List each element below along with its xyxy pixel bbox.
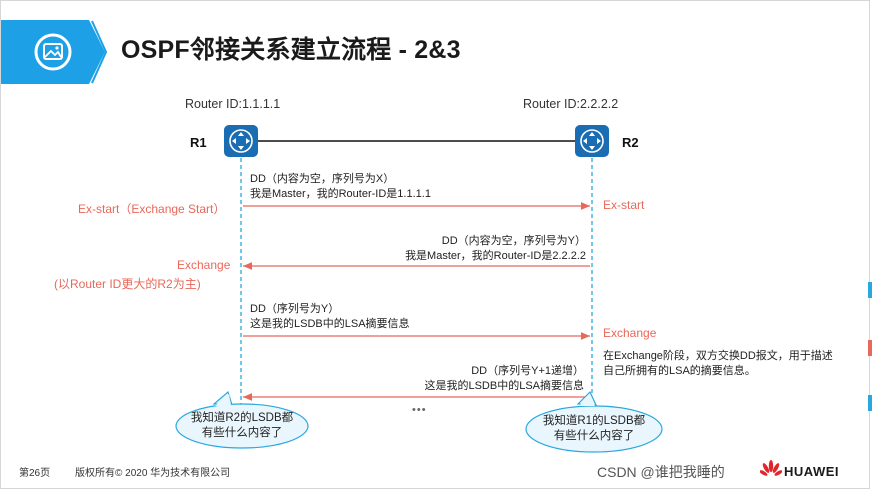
message-3: DD（序列号为Y） 这是我的LSDB中的LSA摘要信息 <box>250 302 410 332</box>
r1-bubble-line2: 有些什么内容了 <box>201 427 283 439</box>
message-4-line2: 这是我的LSDB中的LSA摘要信息 <box>424 380 584 392</box>
r1-state-exchange-note: (以Router ID更大的R2为主) <box>54 277 201 291</box>
r1-bubble <box>175 390 309 449</box>
r1-bubble-text: 我知道R2的LSDB都 有些什么内容了 <box>186 411 298 441</box>
r2-bubble <box>525 390 663 453</box>
message-4-line1: DD（序列号Y+1递增） <box>471 365 584 377</box>
message-2: DD（内容为空，序列号为Y） 我是Master，我的Router-ID是2.2.… <box>386 234 586 264</box>
huawei-logo-icon <box>760 460 782 476</box>
edge-mark-red <box>868 340 872 356</box>
r2-state-exchange: Exchange <box>603 326 657 340</box>
image-icon <box>34 33 72 71</box>
message-1: DD（内容为空，序列号为X） 我是Master，我的Router-ID是1.1.… <box>250 172 431 202</box>
copyright: 版权所有© 2020 华为技术有限公司 <box>75 468 231 479</box>
edge-mark-blue-2 <box>868 395 872 411</box>
r2-bubble-text: 我知道R1的LSDB都 有些什么内容了 <box>536 414 652 444</box>
r1-state-exchange: Exchange <box>177 258 231 272</box>
message-1-line1: DD（内容为空，序列号为X） <box>250 173 395 185</box>
router-r1-icon <box>224 125 258 157</box>
huawei-logo-text: HUAWEI <box>784 464 839 479</box>
page-number: 第26页 <box>19 468 51 479</box>
r1-bubble-line1: 我知道R2的LSDB都 <box>190 412 294 424</box>
page-title: OSPF邻接关系建立流程 - 2&3 <box>121 36 461 64</box>
message-1-line2: 我是Master，我的Router-ID是1.1.1.1 <box>250 188 431 200</box>
r1-state-exstart: Ex-start（Exchange Start） <box>78 202 226 216</box>
message-4: DD（序列号Y+1递增） 这是我的LSDB中的LSA摘要信息 <box>386 364 584 394</box>
title-badge <box>1 20 105 84</box>
r2-router-id: Router ID:2.2.2.2 <box>523 97 619 111</box>
r2-state-exstart: Ex-start <box>603 198 645 212</box>
message-3-line2: 这是我的LSDB中的LSA摘要信息 <box>250 318 410 330</box>
r2-name: R2 <box>622 135 639 150</box>
message-2-line1: DD（内容为空，序列号为Y） <box>441 235 586 247</box>
title-chevron <box>91 20 108 84</box>
exchange-note: 在Exchange阶段，双方交换DD报文，用于描述自己所拥有的LSA的摘要信息。 <box>603 350 833 377</box>
csdn-watermark: CSDN @谁把我睡的 <box>597 464 725 480</box>
ellipsis: ••• <box>412 404 427 416</box>
message-2-line2: 我是Master，我的Router-ID是2.2.2.2 <box>405 250 586 262</box>
r1-router-id: Router ID:1.1.1.1 <box>185 97 281 111</box>
edge-mark-blue <box>868 282 872 298</box>
message-3-line1: DD（序列号为Y） <box>250 303 340 315</box>
router-r2-icon <box>575 125 609 157</box>
r2-bubble-line1: 我知道R1的LSDB都 <box>542 415 646 427</box>
r1-name: R1 <box>190 135 207 150</box>
r2-bubble-line2: 有些什么内容了 <box>553 430 635 442</box>
